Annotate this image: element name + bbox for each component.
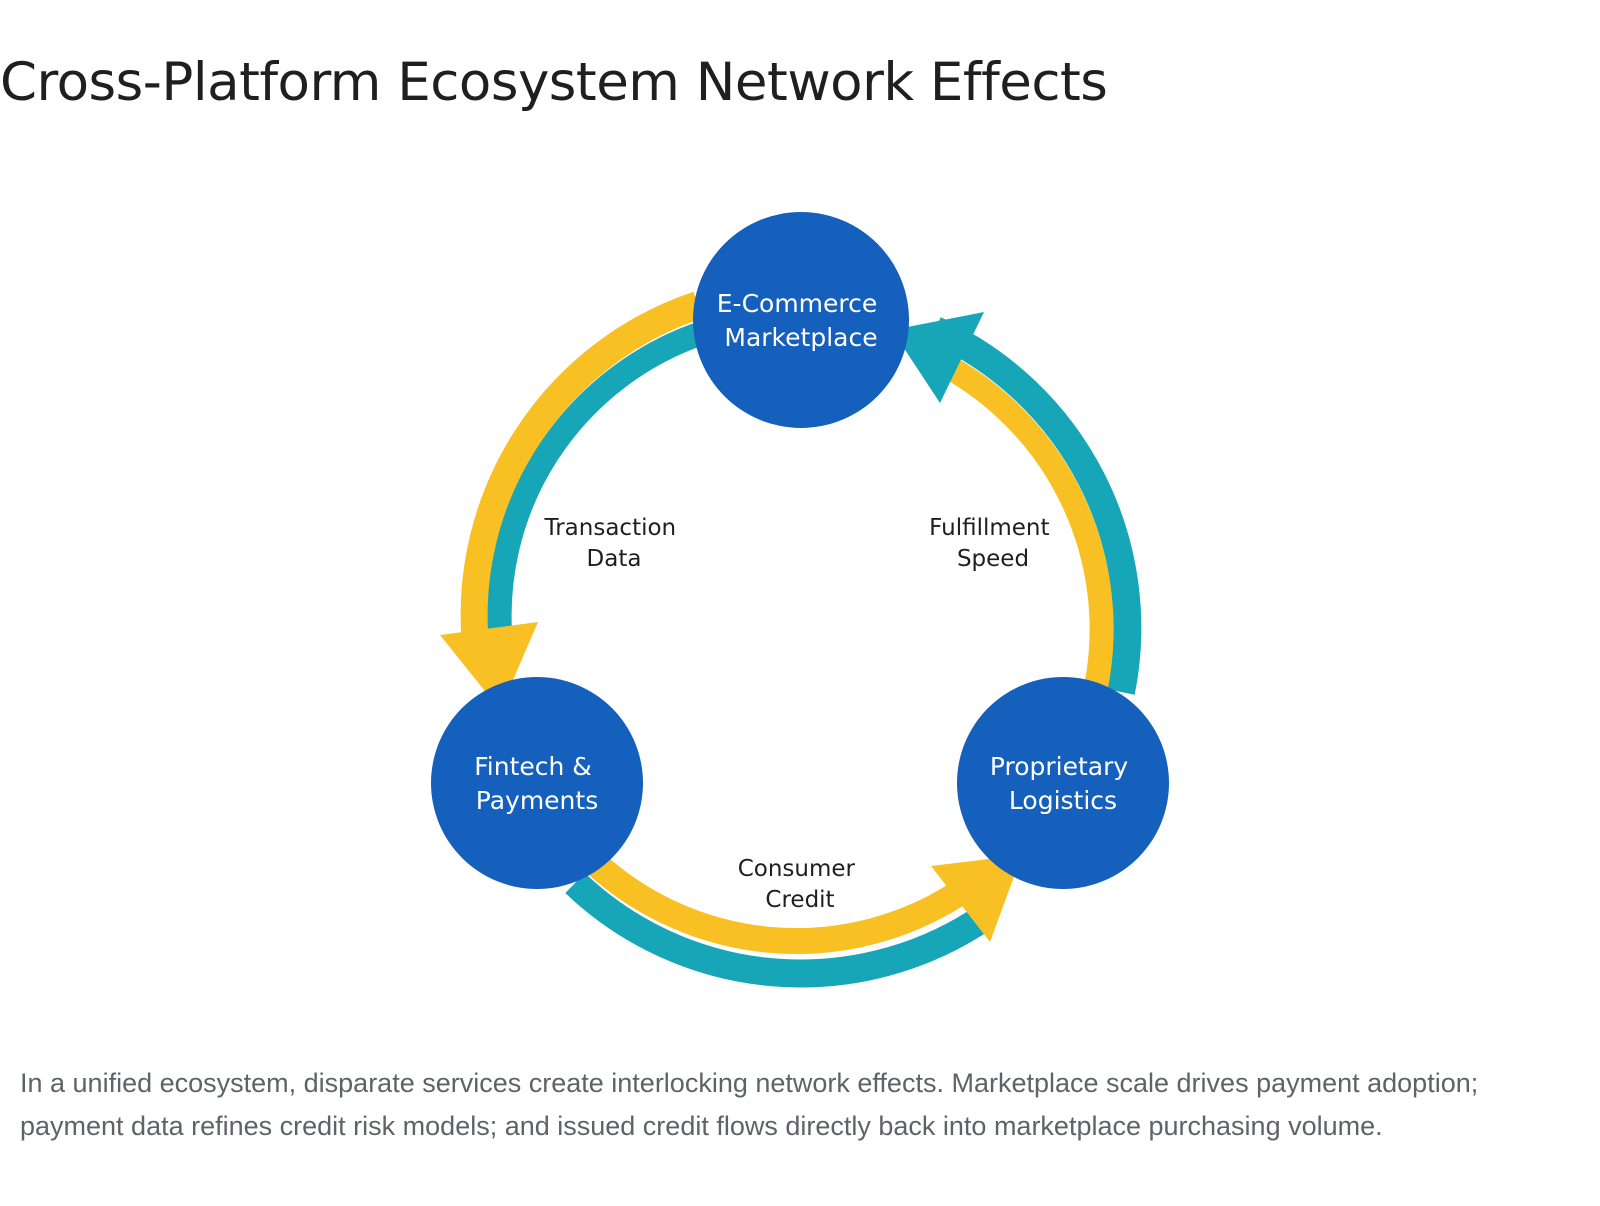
flow-label-fulfillment-line-1: Fulfillment — [929, 515, 1049, 541]
node-logistics-line-2: Logistics — [1009, 786, 1117, 815]
node-fintech-payments: Fintech & Payments — [431, 677, 643, 889]
flow-label-fulfillment-speed: Fulfillment Speed — [929, 515, 1057, 572]
page-title: Cross-Platform Ecosystem Network Effects — [0, 52, 1108, 113]
arrow-ecommerce-to-fintech — [440, 291, 706, 710]
diagram-caption: In a unified ecosystem, disparate servic… — [20, 1068, 1479, 1141]
flow-label-transaction-data: Transaction Data — [544, 515, 684, 572]
node-fintech-line-1: Fintech & — [474, 752, 592, 781]
arrow-fintech-to-logistics — [565, 853, 1022, 988]
flow-label-credit-line-1: Consumer — [738, 856, 856, 882]
svg-text:Proprietary Logistics: Proprietary Logistics — [990, 752, 1136, 815]
node-proprietary-logistics: Proprietary Logistics — [957, 677, 1169, 889]
node-ecommerce-line-2: Marketplace — [724, 323, 877, 352]
flow-label-fulfillment-line-2: Speed — [957, 546, 1029, 572]
arrow-logistics-to-ecommerce — [892, 312, 1142, 695]
svg-text:Fintech & Payments: Fintech & Payments — [474, 752, 600, 815]
flow-label-consumer-credit: Consumer Credit — [738, 856, 863, 913]
flow-label-transaction-line-2: Data — [587, 546, 642, 572]
svg-text:E-Commerce Marketplace: E-Commerce Marketplace — [717, 289, 885, 352]
flow-label-transaction-line-1: Transaction — [544, 515, 677, 541]
node-ecommerce-line-1: E-Commerce — [717, 289, 878, 318]
flow-label-credit-line-2: Credit — [765, 887, 834, 913]
node-ecommerce-marketplace: E-Commerce Marketplace — [693, 212, 909, 428]
ecosystem-cycle-diagram: E-Commerce Marketplace Fintech & Payment… — [431, 212, 1169, 988]
node-logistics-line-1: Proprietary — [990, 752, 1129, 781]
node-fintech-line-2: Payments — [476, 786, 598, 815]
